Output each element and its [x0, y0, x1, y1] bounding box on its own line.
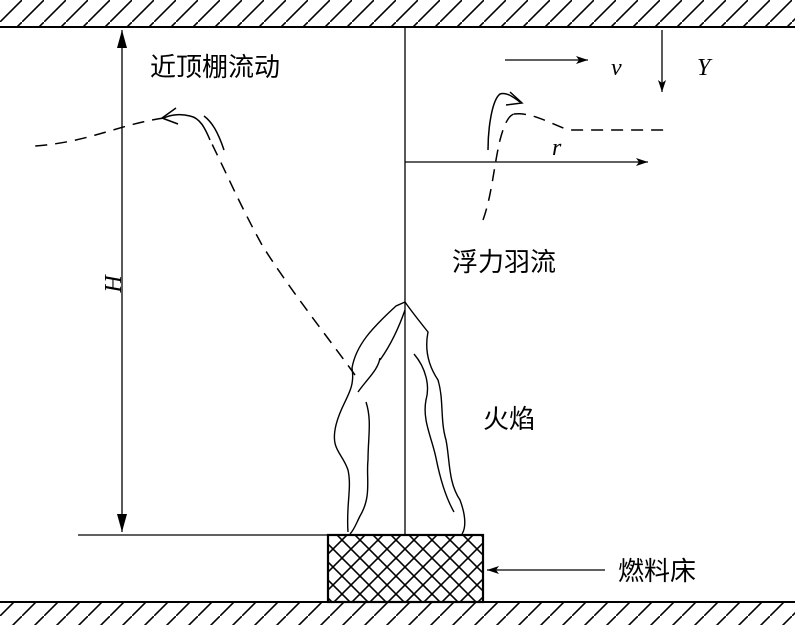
ceiling-jet-label: 近顶棚流动 [150, 53, 280, 83]
height-dimension [78, 30, 330, 536]
plume-flow-right [482, 91, 668, 221]
y-axis-label: Y [697, 55, 713, 81]
radius-label: r [552, 135, 562, 161]
ceiling-jet-left [34, 107, 356, 376]
ceiling [0, 0, 795, 28]
floor [0, 601, 795, 625]
flame-label: 火焰 [483, 405, 535, 435]
height-label: H [101, 274, 127, 294]
fuel-bed [326, 533, 485, 604]
velocity-label: v [611, 55, 622, 81]
flame-outline [333, 301, 466, 535]
plume-label: 浮力羽流 [452, 248, 556, 278]
fuel-bed-label: 燃料床 [618, 557, 696, 587]
